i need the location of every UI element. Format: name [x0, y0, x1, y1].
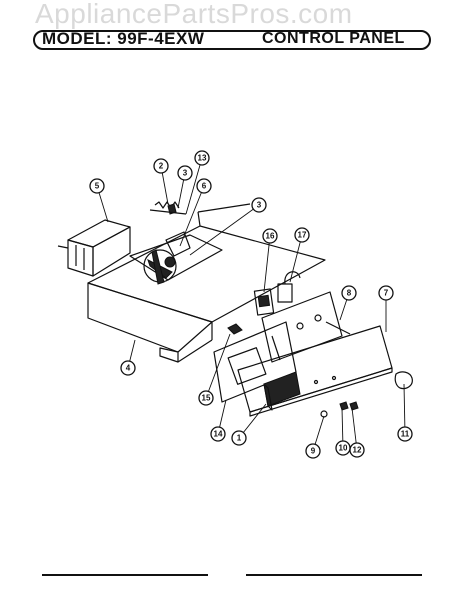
svg-text:15: 15 — [202, 394, 211, 403]
svg-text:14: 14 — [214, 430, 223, 439]
terminal-bracket — [57, 219, 131, 277]
callout-17: 17 — [294, 227, 310, 243]
svg-text:11: 11 — [401, 430, 410, 439]
footer-rule-left — [42, 574, 208, 576]
callout-7: 7 — [378, 285, 394, 301]
callout-3a: 3 — [177, 165, 193, 181]
callout-9: 9 — [305, 443, 321, 459]
svg-text:16: 16 — [266, 232, 275, 241]
mounting-plate — [261, 291, 351, 363]
cam-spring — [149, 201, 187, 215]
callout-10: 10 — [335, 440, 351, 456]
model-title: MODEL: 99F-4EXW — [42, 29, 205, 48]
watermark-text: AppliancePartsPros.com — [35, 0, 353, 29]
title-frame — [33, 30, 431, 50]
callout-3b: 3 — [251, 197, 267, 213]
callout-5: 5 — [89, 178, 105, 194]
small-knob-12 — [349, 401, 359, 411]
filter-clip — [227, 323, 243, 335]
selector-switch — [253, 288, 275, 316]
section-title: CONTROL PANEL — [262, 30, 405, 47]
svg-text:3: 3 — [257, 201, 262, 210]
callout-6: 6 — [196, 178, 212, 194]
svg-text:8: 8 — [347, 289, 352, 298]
svg-text:17: 17 — [298, 231, 307, 240]
svg-text:4: 4 — [126, 364, 131, 373]
callout-13: 13 — [194, 150, 210, 166]
svg-text:7: 7 — [384, 289, 389, 298]
svg-text:2: 2 — [159, 162, 164, 171]
svg-text:9: 9 — [311, 447, 316, 456]
thermostat — [277, 271, 301, 303]
callout-8: 8 — [341, 285, 357, 301]
leader-lines — [96, 157, 406, 452]
callout-15: 15 — [198, 390, 214, 406]
callout-11: 11 — [397, 426, 413, 442]
timer-motor — [143, 231, 191, 285]
svg-text:13: 13 — [198, 154, 207, 163]
callout-1: 1 — [231, 430, 247, 446]
timer-knob-assembly — [263, 371, 301, 411]
svg-text:6: 6 — [202, 182, 207, 191]
front-panel — [237, 325, 393, 417]
callout-2: 2 — [153, 158, 169, 174]
svg-text:10: 10 — [339, 444, 348, 453]
small-knob-10 — [339, 401, 349, 411]
control-housing — [87, 203, 326, 363]
footer-rule-right — [246, 574, 422, 576]
callout-4: 4 — [120, 360, 136, 376]
callout-12: 12 — [349, 442, 365, 458]
svg-text:3: 3 — [183, 169, 188, 178]
svg-text:5: 5 — [95, 182, 100, 191]
svg-text:1: 1 — [237, 434, 242, 443]
svg-text:12: 12 — [353, 446, 362, 455]
callout-14: 14 — [210, 426, 226, 442]
control-knob — [394, 371, 413, 390]
callout-16: 16 — [262, 228, 278, 244]
